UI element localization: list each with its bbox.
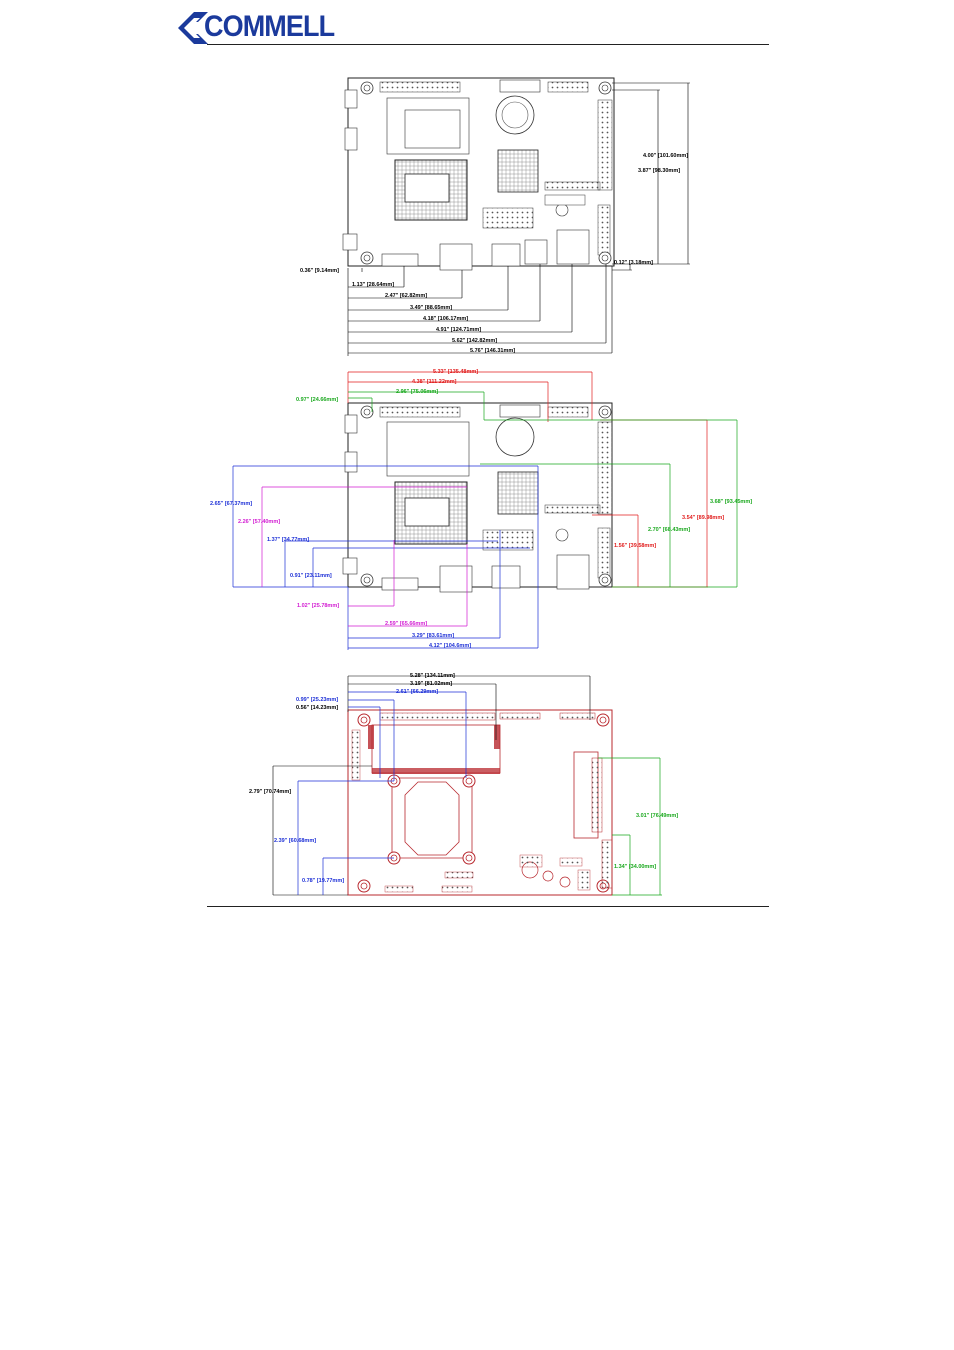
dimension-lines-2-blue bbox=[232, 465, 539, 650]
dim2-top-3: 0.97" [24.66mm] bbox=[296, 397, 338, 403]
dim3-top-3: 0.99" [25.23mm] bbox=[296, 697, 338, 703]
dimension-lines-2-green bbox=[348, 391, 738, 588]
dim1-h-5: 4.91" [124.71mm] bbox=[436, 327, 481, 333]
dim3-top-0: 5.28" [134.11mm] bbox=[410, 673, 455, 679]
board-top-view-1 bbox=[342, 77, 615, 271]
dim3-top-2: 2.61" [66.29mm] bbox=[396, 689, 438, 695]
dim3-top-4: 0.56" [14.23mm] bbox=[296, 705, 338, 711]
dim3-left-1: 2.39" [60.68mm] bbox=[274, 838, 316, 844]
board-bottom-view bbox=[347, 709, 613, 896]
dimension-lines-3-blue bbox=[297, 691, 467, 895]
dim1-h-1: 1.13" [28.64mm] bbox=[352, 282, 394, 288]
commell-logo-mark-icon bbox=[178, 12, 208, 44]
dim1-h-4: 4.18" [106.17mm] bbox=[423, 316, 468, 322]
dim1-h-6: 5.62" [142.82mm] bbox=[452, 338, 497, 344]
dim2-left-1: 2.26" [57.40mm] bbox=[238, 519, 280, 525]
dim2-left-3: 0.91" [23.11mm] bbox=[290, 573, 332, 579]
dim2-right-3: 1.56" [39.58mm] bbox=[614, 543, 656, 549]
dim1-h-2: 2.47" [62.82mm] bbox=[385, 293, 427, 299]
dim1-v-0: 4.00" [101.60mm] bbox=[643, 153, 688, 159]
dim3-right-1: 1.34" [34.00mm] bbox=[614, 864, 656, 870]
dim2-right-0: 3.68" [93.45mm] bbox=[710, 499, 752, 505]
header-rule bbox=[207, 44, 769, 45]
dim3-left-2: 0.78" [19.77mm] bbox=[302, 878, 344, 884]
dimension-lines-2-magenta bbox=[261, 486, 468, 627]
dimension-lines-1 bbox=[347, 82, 690, 356]
dim1-h-0: 0.36" [9.14mm] bbox=[300, 268, 339, 274]
dim2-left-2: 1.37" [34.77mm] bbox=[267, 537, 309, 543]
dim2-bottom-3: 4.12" [104.6mm] bbox=[429, 643, 471, 649]
dim2-bottom-1: 2.59" [65.66mm] bbox=[385, 621, 427, 627]
dim2-top-2: 2.96" [75.06mm] bbox=[396, 389, 438, 395]
footer-rule bbox=[207, 906, 769, 907]
dim2-bottom-0: 1.02" [25.78mm] bbox=[297, 603, 339, 609]
dim2-right-2: 2.70" [68.43mm] bbox=[648, 527, 690, 533]
dim2-left-0: 2.65" [67.37mm] bbox=[210, 501, 252, 507]
dim2-bottom-2: 3.29" [83.61mm] bbox=[412, 633, 454, 639]
dim3-left-0: 2.79" [70.74mm] bbox=[249, 789, 291, 795]
dim3-right-0: 3.01" [76.49mm] bbox=[636, 813, 678, 819]
dim1-v-2: 0.12" [3.18mm] bbox=[614, 260, 653, 266]
dim3-top-1: 3.19" [81.02mm] bbox=[410, 681, 452, 687]
dim2-right-1: 3.54" [89.98mm] bbox=[682, 515, 724, 521]
dim2-top-1: 4.38" [111.22mm] bbox=[412, 379, 457, 385]
brand-name: COMMELL bbox=[204, 10, 335, 43]
commell-logo bbox=[174, 8, 334, 48]
dimension-lines-3-black bbox=[272, 675, 591, 896]
dim1-h-7: 5.76" [146.31mm] bbox=[470, 348, 515, 354]
dim1-h-3: 3.49" [88.65mm] bbox=[410, 305, 452, 311]
dim1-v-1: 3.87" [98.30mm] bbox=[638, 168, 680, 174]
dim2-top-0: 5.33" [135.48mm] bbox=[433, 369, 478, 375]
board-top-view-2 bbox=[342, 402, 613, 593]
dimension-lines-3-green bbox=[598, 757, 662, 896]
